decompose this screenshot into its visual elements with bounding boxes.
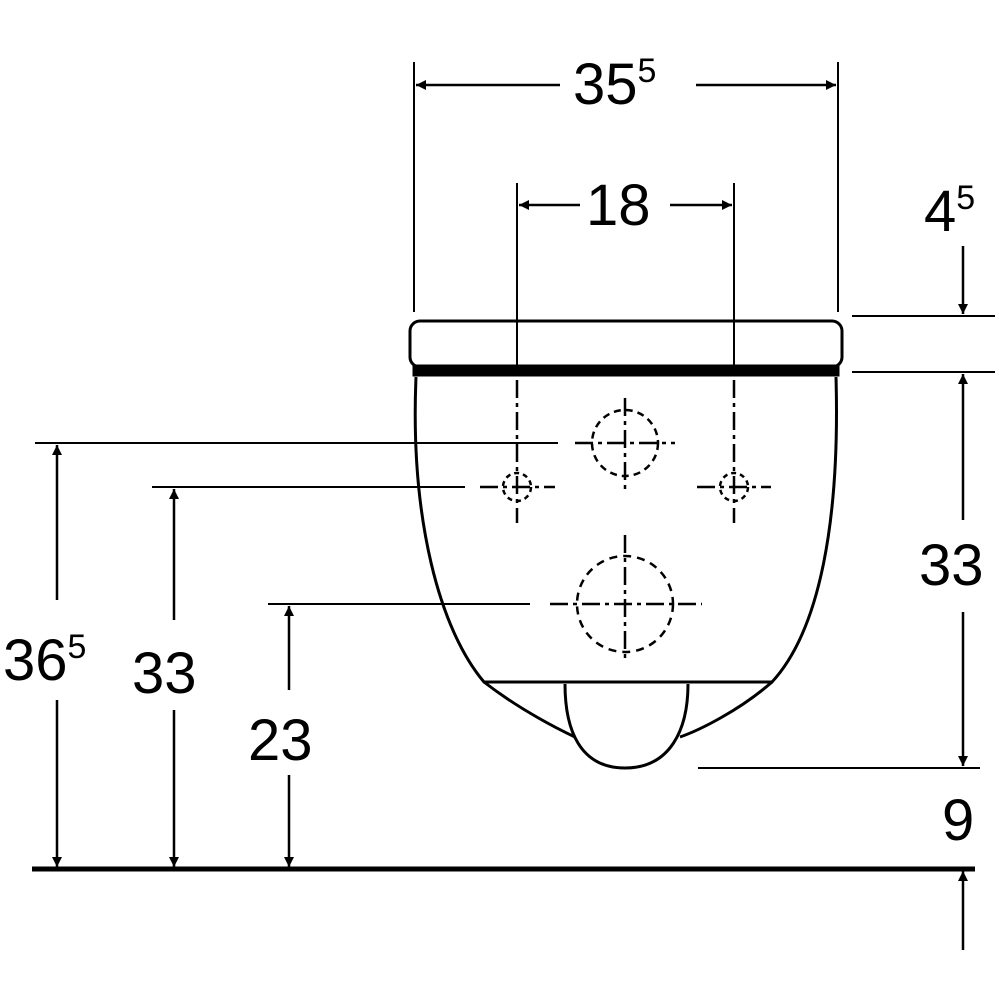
seat-lid [408, 319, 844, 369]
floor-clearance-label: 9 [942, 788, 974, 853]
seat-thickness-label: 45 [924, 179, 975, 244]
bowl-height-label: 33 [919, 533, 984, 598]
fixing-height-label: 33 [132, 641, 197, 706]
outlet-spigot [563, 683, 690, 770]
bowl-rim [483, 680, 773, 739]
dimension-lines [52, 80, 968, 950]
outlet-height-label: 23 [248, 708, 313, 773]
hole-markings [480, 380, 771, 658]
seat-band [412, 364, 840, 377]
inlet-height-label: 365 [3, 628, 86, 693]
bowl-body [413, 376, 838, 684]
fixing-spacing-label: 18 [586, 173, 651, 238]
overall-width-label: 355 [573, 52, 656, 117]
toilet-outline [408, 319, 844, 770]
extension-lines [35, 62, 995, 769]
